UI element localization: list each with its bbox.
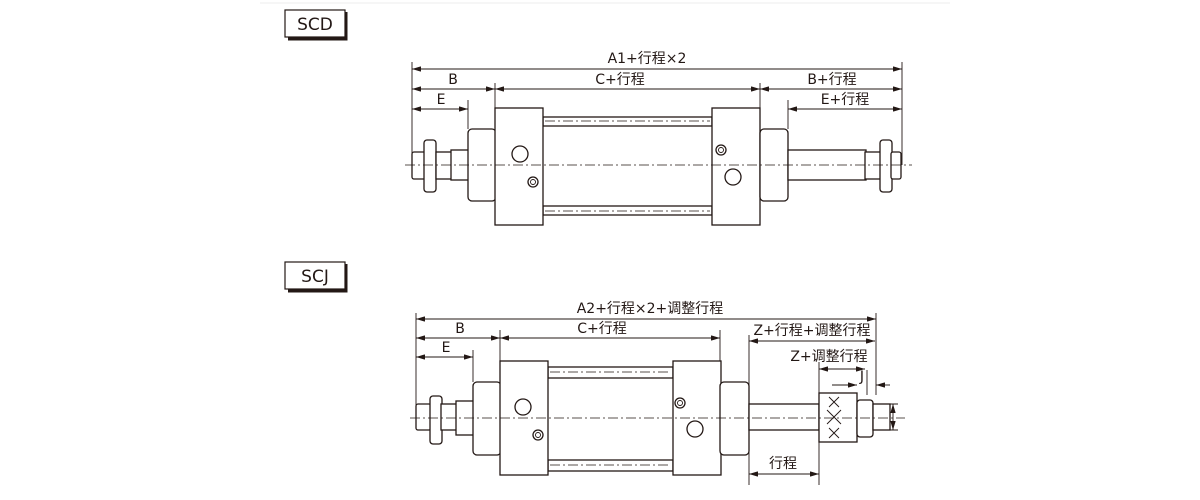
scj-j-dim: J [859,369,864,385]
scj-e-dim: E [442,340,451,356]
scd-e-dim: E [437,92,446,108]
scj-overall-dim: A2+行程×2+调整行程 [577,301,724,317]
scj-z-adj-dim: Z+调整行程 [790,349,867,365]
scd-b-dim: B [448,72,458,88]
scj-b-dim: B [455,321,465,337]
scj-model-label: SCJ [301,267,329,287]
scj-z-full-dim: Z+行程+调整行程 [753,323,870,339]
scj-stroke-dim: 行程 [769,456,797,472]
scd-model-label: SCD [297,15,333,35]
scj-drawing: SCJ A2+行程×2+调整行程 B C+行程 Z+行程+调整行程 E Z+调整… [284,261,905,485]
scd-overall-dim: A1+行程×2 [608,51,687,67]
scd-c-dim: C+行程 [595,72,645,88]
scd-e-stroke-dim: E+行程 [821,92,870,108]
scd-drawing: SCD A1+行程×2 B C+行程 B+行程 E E+行程 [284,9,912,226]
scd-b-stroke-dim: B+行程 [807,72,856,88]
scj-c-dim: C+行程 [577,321,627,337]
